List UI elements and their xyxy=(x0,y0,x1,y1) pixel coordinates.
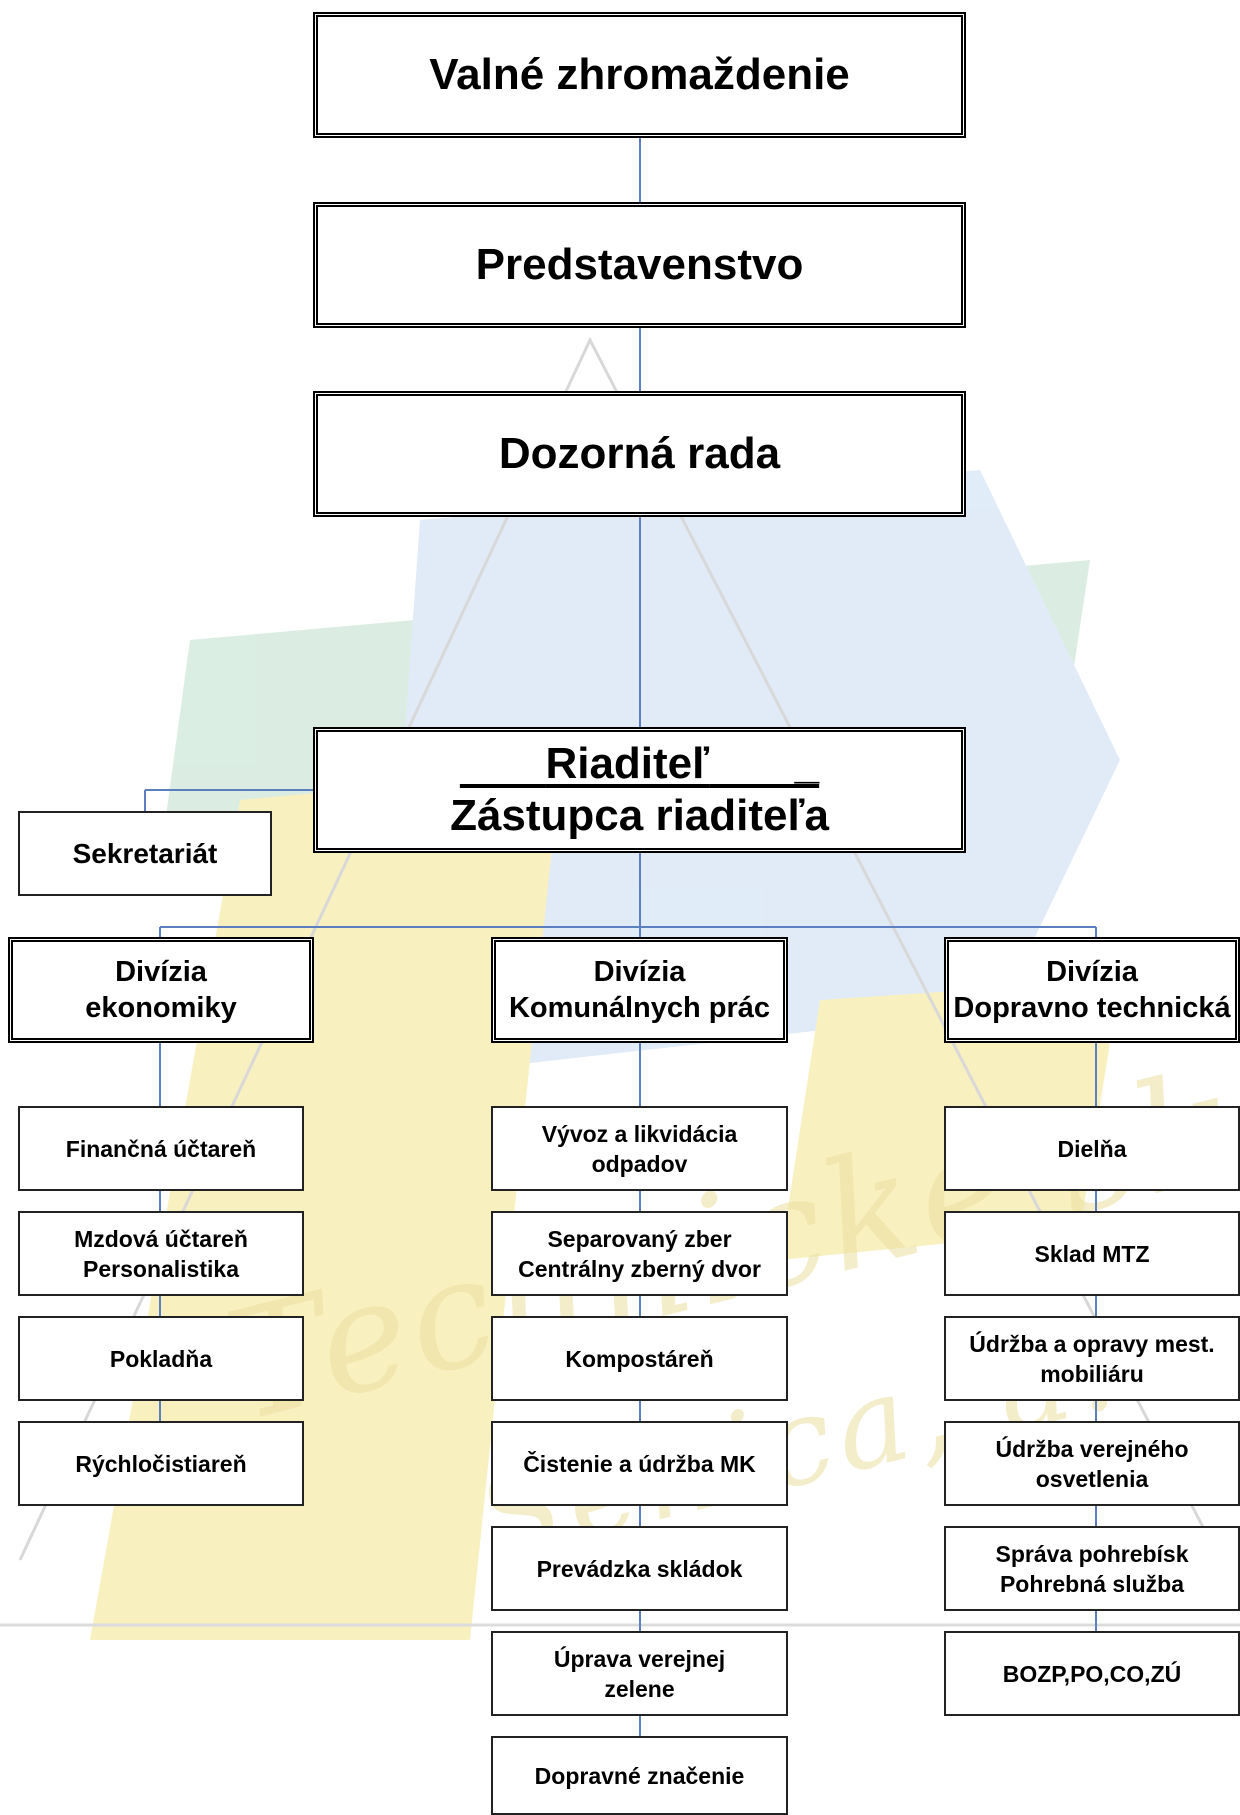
unit-box: Pokladňa xyxy=(18,1316,304,1401)
deputy-director-label: Zástupca riaditeľa xyxy=(450,791,829,840)
general-assembly-box: Valné zhromaždenie xyxy=(313,12,966,138)
unit-label: Kompostáreň xyxy=(565,1345,714,1372)
unit-label: Sklad MTZ xyxy=(1034,1240,1150,1267)
unit-label: BOZP,PO,CO,ZÚ xyxy=(1002,1660,1182,1687)
unit-label: Správa pohrebísk xyxy=(995,1540,1189,1567)
unit-label: Úprava verejnej xyxy=(553,1645,726,1672)
unit-box: BOZP,PO,CO,ZÚ xyxy=(944,1631,1240,1716)
unit-box: Finančná účtareň xyxy=(18,1106,304,1191)
unit-box: Dopravné značenie xyxy=(491,1736,788,1815)
unit-box: Čistenie a údržba MK xyxy=(491,1421,788,1506)
unit-box: Separovaný zber Centrálny zberný dvor xyxy=(491,1211,788,1296)
division-economics-box: Divízia ekonomiky xyxy=(8,937,314,1043)
unit-box: Rýchločistiareň xyxy=(18,1421,304,1506)
unit-box: Prevádzka skládok xyxy=(491,1526,788,1611)
unit-box: Vývoz a likvidácia odpadov xyxy=(491,1106,788,1191)
supervisory-board-label: Dozorná rada xyxy=(498,429,781,478)
unit-box: Sklad MTZ xyxy=(944,1211,1240,1296)
unit-label: odpadov xyxy=(591,1150,688,1177)
director-box: Riaditeľ _ Zástupca riaditeľa xyxy=(313,727,966,853)
unit-label: Údržba verejného xyxy=(995,1435,1189,1462)
unit-label: Rýchločistiareň xyxy=(75,1450,247,1477)
unit-label: Vývoz a likvidácia xyxy=(541,1120,738,1147)
unit-label: Personalistika xyxy=(83,1255,239,1282)
unit-label: zelene xyxy=(604,1675,675,1702)
division-communal-box: Divízia Komunálnych prác xyxy=(491,937,788,1043)
unit-label: Dopravné značenie xyxy=(534,1762,745,1789)
division-communal-title-2: Komunálnych prác xyxy=(508,992,771,1024)
unit-label: Finančná účtareň xyxy=(65,1135,257,1162)
division-transport-box: Divízia Dopravno technická xyxy=(944,937,1240,1043)
division-economics-title-2: ekonomiky xyxy=(85,992,237,1024)
director-label: Riaditeľ _ xyxy=(545,739,820,788)
unit-box: Kompostáreň xyxy=(491,1316,788,1401)
division-communal-title-1: Divízia xyxy=(593,956,686,988)
unit-box: Údržba a opravy mest. mobiliáru xyxy=(944,1316,1240,1401)
division-transport-title-2: Dopravno technická xyxy=(953,992,1231,1024)
unit-box: Mzdová účtareň Personalistika xyxy=(18,1211,304,1296)
secretariat-box: Sekretariát xyxy=(18,811,272,896)
general-assembly-label: Valné zhromaždenie xyxy=(429,50,850,99)
unit-label: Pohrebná služba xyxy=(999,1570,1185,1597)
unit-label: mobiliáru xyxy=(1040,1360,1144,1387)
board-box: Predstavenstvo xyxy=(313,202,966,328)
unit-label: Mzdová účtareň xyxy=(74,1225,248,1252)
division-economics-title-1: Divízia xyxy=(115,956,207,988)
unit-label: Dielňa xyxy=(1057,1135,1127,1162)
unit-label: Pokladňa xyxy=(109,1345,213,1372)
unit-label: Čistenie a údržba MK xyxy=(523,1450,756,1477)
supervisory-board-box: Dozorná rada xyxy=(313,391,966,517)
unit-box: Dielňa xyxy=(944,1106,1240,1191)
unit-label: osvetlenia xyxy=(1035,1465,1149,1492)
unit-box: Úprava verejnej zelene xyxy=(491,1631,788,1716)
unit-box: Správa pohrebísk Pohrebná služba xyxy=(944,1526,1240,1611)
unit-label: Centrálny zberný dvor xyxy=(518,1255,761,1282)
unit-label: Údržba a opravy mest. xyxy=(969,1330,1215,1357)
division-transport-title-1: Divízia xyxy=(1046,956,1138,988)
unit-box: Údržba verejného osvetlenia xyxy=(944,1421,1240,1506)
secretariat-label: Sekretariát xyxy=(72,837,218,869)
unit-label: Prevádzka skládok xyxy=(536,1555,743,1582)
board-label: Predstavenstvo xyxy=(475,240,804,289)
unit-label: Separovaný zber xyxy=(547,1225,732,1252)
